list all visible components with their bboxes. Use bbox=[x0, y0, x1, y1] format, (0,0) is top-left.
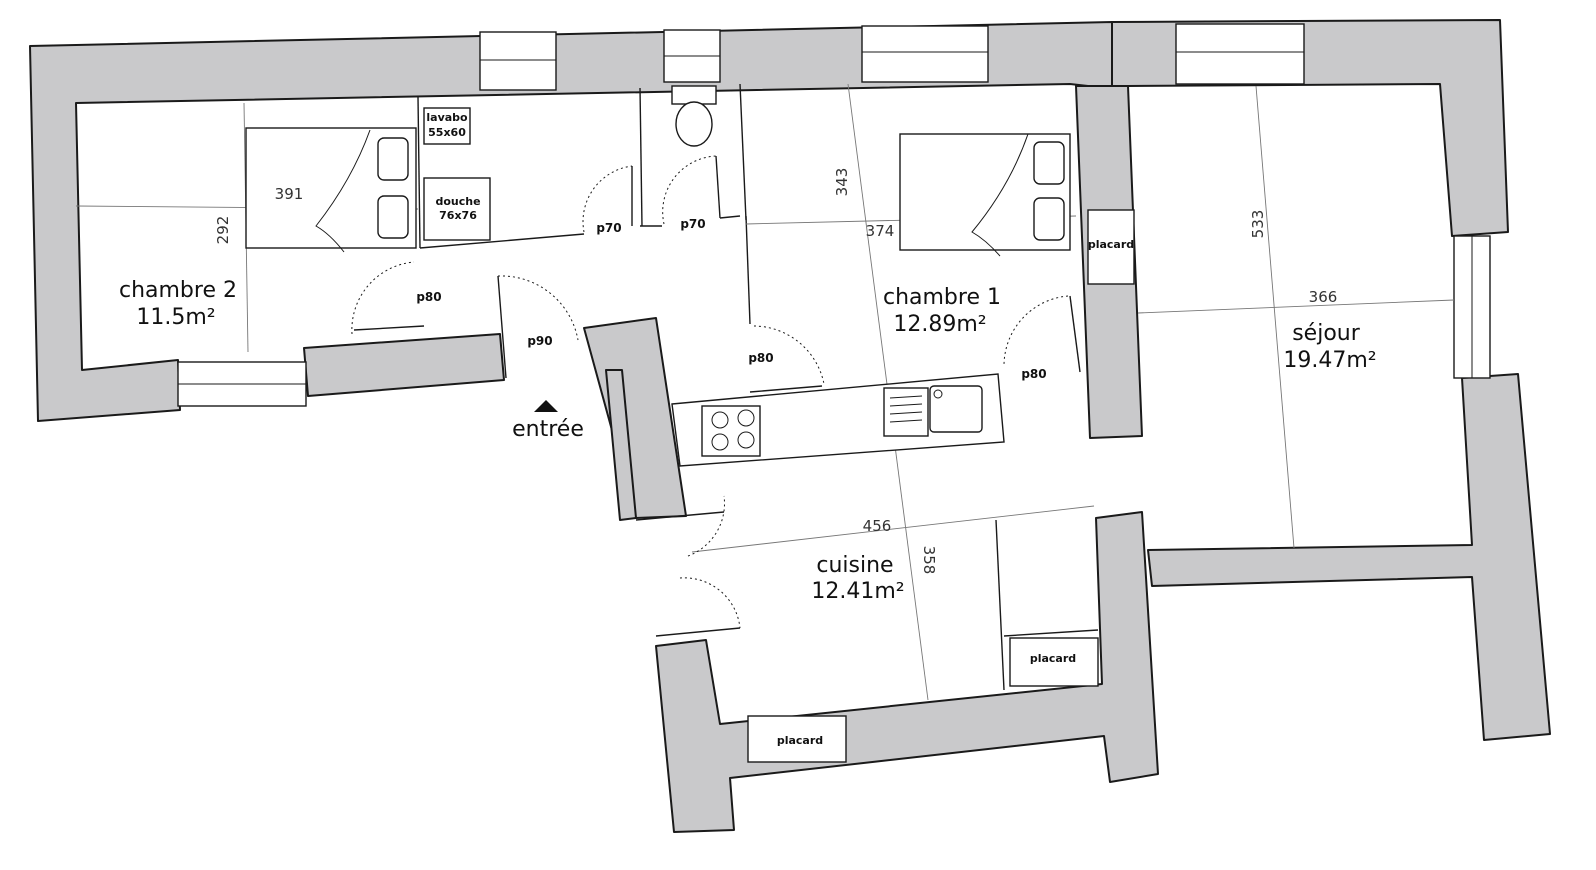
placard-bottom bbox=[747, 715, 847, 763]
dim-width-chambre1: 374 bbox=[866, 222, 895, 240]
dim-height-chambre1: 343 bbox=[833, 168, 851, 197]
bathroom-fixtures bbox=[423, 85, 717, 241]
windows bbox=[177, 23, 1491, 407]
door-labels: p70 p70 p80 p90 p80 p80 bbox=[416, 217, 1046, 381]
dim-height-chambre2: 292 bbox=[214, 216, 232, 245]
wall-bottom-chambre2 bbox=[303, 333, 505, 397]
placards bbox=[747, 209, 1135, 763]
bed-chambre1 bbox=[899, 133, 1071, 257]
room-area-chambre1: 12.89m² bbox=[893, 312, 986, 337]
wc-bowl bbox=[675, 101, 713, 147]
partitions bbox=[417, 83, 1099, 691]
door-label-kitchen-passage: p80 bbox=[748, 351, 773, 365]
douche-size: 76x76 bbox=[439, 209, 477, 222]
window-top-4 bbox=[1175, 23, 1305, 85]
stove bbox=[701, 405, 761, 457]
window-top-3 bbox=[861, 25, 989, 83]
entrance-arrow-icon bbox=[534, 400, 558, 412]
lavabo-size: 55x60 bbox=[428, 126, 466, 139]
wall-sejour-outer bbox=[1111, 19, 1509, 237]
entrance-label: entrée bbox=[512, 417, 584, 442]
dim-height-cuisine: 358 bbox=[920, 546, 938, 575]
entrance-marker: entrée bbox=[512, 400, 584, 442]
door-label-chambre2: p80 bbox=[416, 290, 441, 304]
placard-cuisine-label: placard bbox=[1030, 652, 1076, 665]
room-area-sejour: 19.47m² bbox=[1283, 348, 1376, 373]
door-swings bbox=[351, 155, 1069, 637]
dim-height-sejour: 533 bbox=[1249, 210, 1267, 239]
room-cuisine: cuisine 12.41m² 456 358 bbox=[811, 517, 938, 604]
room-name-chambre2: chambre 2 bbox=[119, 278, 237, 303]
window-top-1 bbox=[479, 31, 557, 91]
placard-cuisine bbox=[1009, 637, 1099, 687]
placard-chambre1 bbox=[1087, 209, 1135, 285]
room-name-chambre1: chambre 1 bbox=[883, 285, 1001, 310]
dim-width-sejour: 366 bbox=[1309, 288, 1338, 306]
fixture-labels: lavabo 55x60 douche 76x76 placard placar… bbox=[426, 111, 1134, 747]
placard-chambre1-label: placard bbox=[1088, 238, 1134, 251]
room-chambre1: chambre 1 12.89m² 374 343 bbox=[833, 168, 1001, 337]
sink-basin bbox=[929, 385, 983, 433]
door-label-bath: p70 bbox=[596, 221, 621, 235]
room-name-sejour: séjour bbox=[1292, 321, 1361, 346]
room-area-cuisine: 12.41m² bbox=[811, 579, 904, 604]
lavabo-label: lavabo bbox=[426, 111, 468, 124]
placard-bottom-label: placard bbox=[777, 734, 823, 747]
room-chambre2: chambre 2 11.5m² 391 292 bbox=[119, 185, 303, 330]
wall-entrance-left bbox=[605, 369, 637, 521]
bed-chambre2 bbox=[245, 127, 417, 253]
wall-central-entrance bbox=[583, 317, 687, 519]
room-sejour: séjour 19.47m² 366 533 bbox=[1249, 210, 1377, 373]
lavabo-box bbox=[423, 107, 471, 145]
kitchen-counter bbox=[671, 373, 1005, 467]
wall-sejour-right bbox=[1147, 373, 1551, 741]
douche-label: douche bbox=[435, 195, 480, 208]
door-label-entrance: p90 bbox=[527, 334, 552, 348]
douche-box bbox=[423, 177, 491, 241]
door-label-chambre1: p80 bbox=[1021, 367, 1046, 381]
dim-width-chambre2: 391 bbox=[275, 185, 304, 203]
dim-width-cuisine: 456 bbox=[863, 517, 892, 535]
door-label-wc: p70 bbox=[680, 217, 705, 231]
room-name-cuisine: cuisine bbox=[816, 553, 893, 578]
room-area-chambre2: 11.5m² bbox=[136, 305, 215, 330]
